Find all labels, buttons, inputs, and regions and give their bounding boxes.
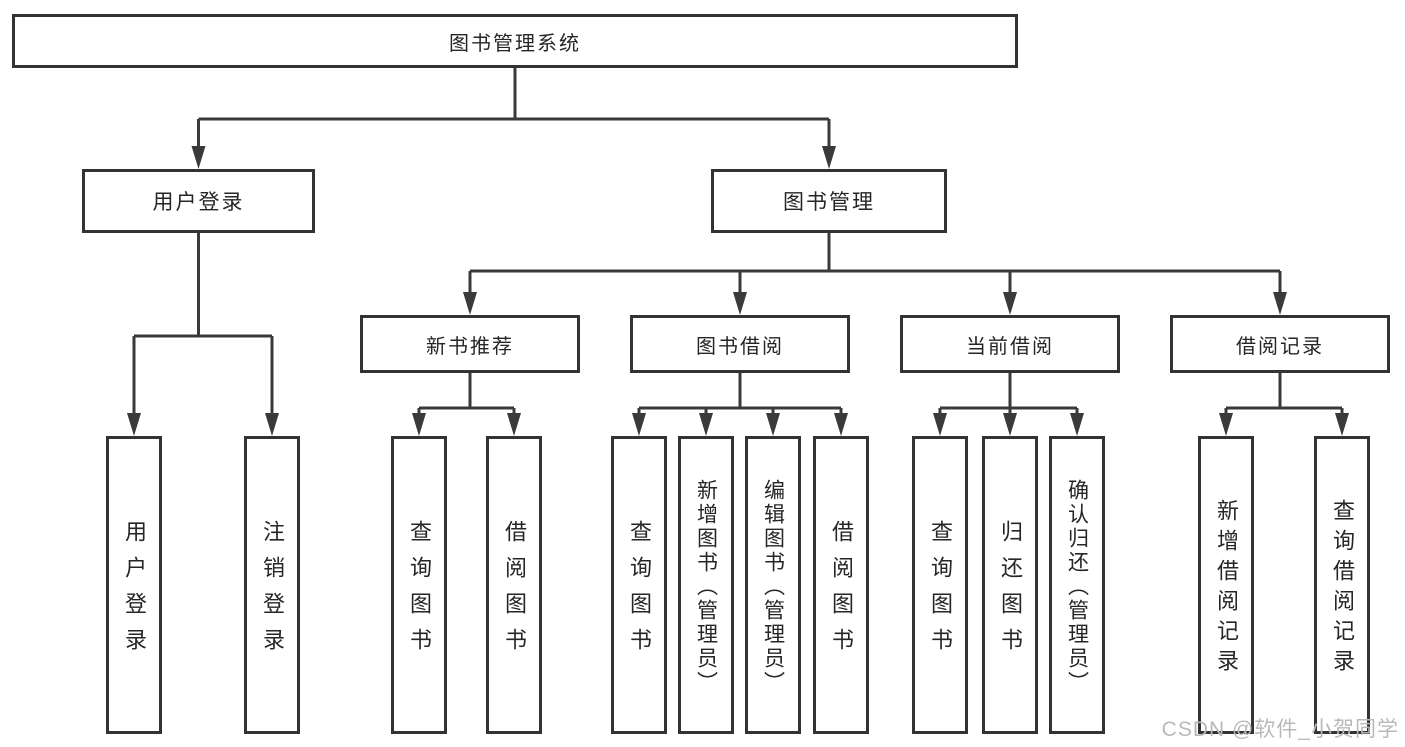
node-label: 查询借阅记录 <box>1330 499 1355 679</box>
node-leaf-confirm-return-admin: 确认归还（管理员） <box>1049 436 1105 734</box>
node-label: 编辑图书（管理员） <box>761 478 785 695</box>
node-leaf-user-login: 用户登录 <box>106 436 162 734</box>
node-label: 查询图书 <box>627 520 652 664</box>
node-label: 用户登录 <box>122 520 147 664</box>
node-label: 借阅图书 <box>502 520 527 664</box>
node-book-management: 图书管理 <box>711 169 947 233</box>
node-leaf-logout: 注销登录 <box>244 436 300 734</box>
node-leaf-add-borrow-record: 新增借阅记录 <box>1198 436 1254 734</box>
node-leaf-query-borrow-record: 查询借阅记录 <box>1314 436 1370 734</box>
node-leaf-add-books-admin: 新增图书（管理员） <box>678 436 734 734</box>
node-label: 查询图书 <box>407 520 432 664</box>
node-leaf-query-books-current: 查询图书 <box>912 436 968 734</box>
node-label: 新增图书（管理员） <box>694 478 718 695</box>
node-leaf-return-books: 归还图书 <box>982 436 1038 734</box>
node-label: 新增借阅记录 <box>1214 499 1239 679</box>
node-label: 借阅图书 <box>829 520 854 664</box>
node-book-borrow: 图书借阅 <box>630 315 850 373</box>
node-root: 图书管理系统 <box>12 14 1018 68</box>
node-label: 注销登录 <box>260 520 285 664</box>
node-borrow-records: 借阅记录 <box>1170 315 1390 373</box>
node-new-book-recommend: 新书推荐 <box>360 315 580 373</box>
node-leaf-borrow-books: 借阅图书 <box>813 436 869 734</box>
node-label: 确认归还（管理员） <box>1065 478 1089 695</box>
node-label: 归还图书 <box>998 520 1023 664</box>
node-leaf-query-books-borrow: 查询图书 <box>611 436 667 734</box>
node-current-borrow: 当前借阅 <box>900 315 1120 373</box>
node-leaf-edit-books-admin: 编辑图书（管理员） <box>745 436 801 734</box>
node-label: 查询图书 <box>928 520 953 664</box>
node-user-login: 用户登录 <box>82 169 315 233</box>
watermark: CSDN @软件_小贺同学 <box>1161 718 1399 741</box>
node-leaf-query-books-recommend: 查询图书 <box>391 436 447 734</box>
node-leaf-borrow-books-recommend: 借阅图书 <box>486 436 542 734</box>
